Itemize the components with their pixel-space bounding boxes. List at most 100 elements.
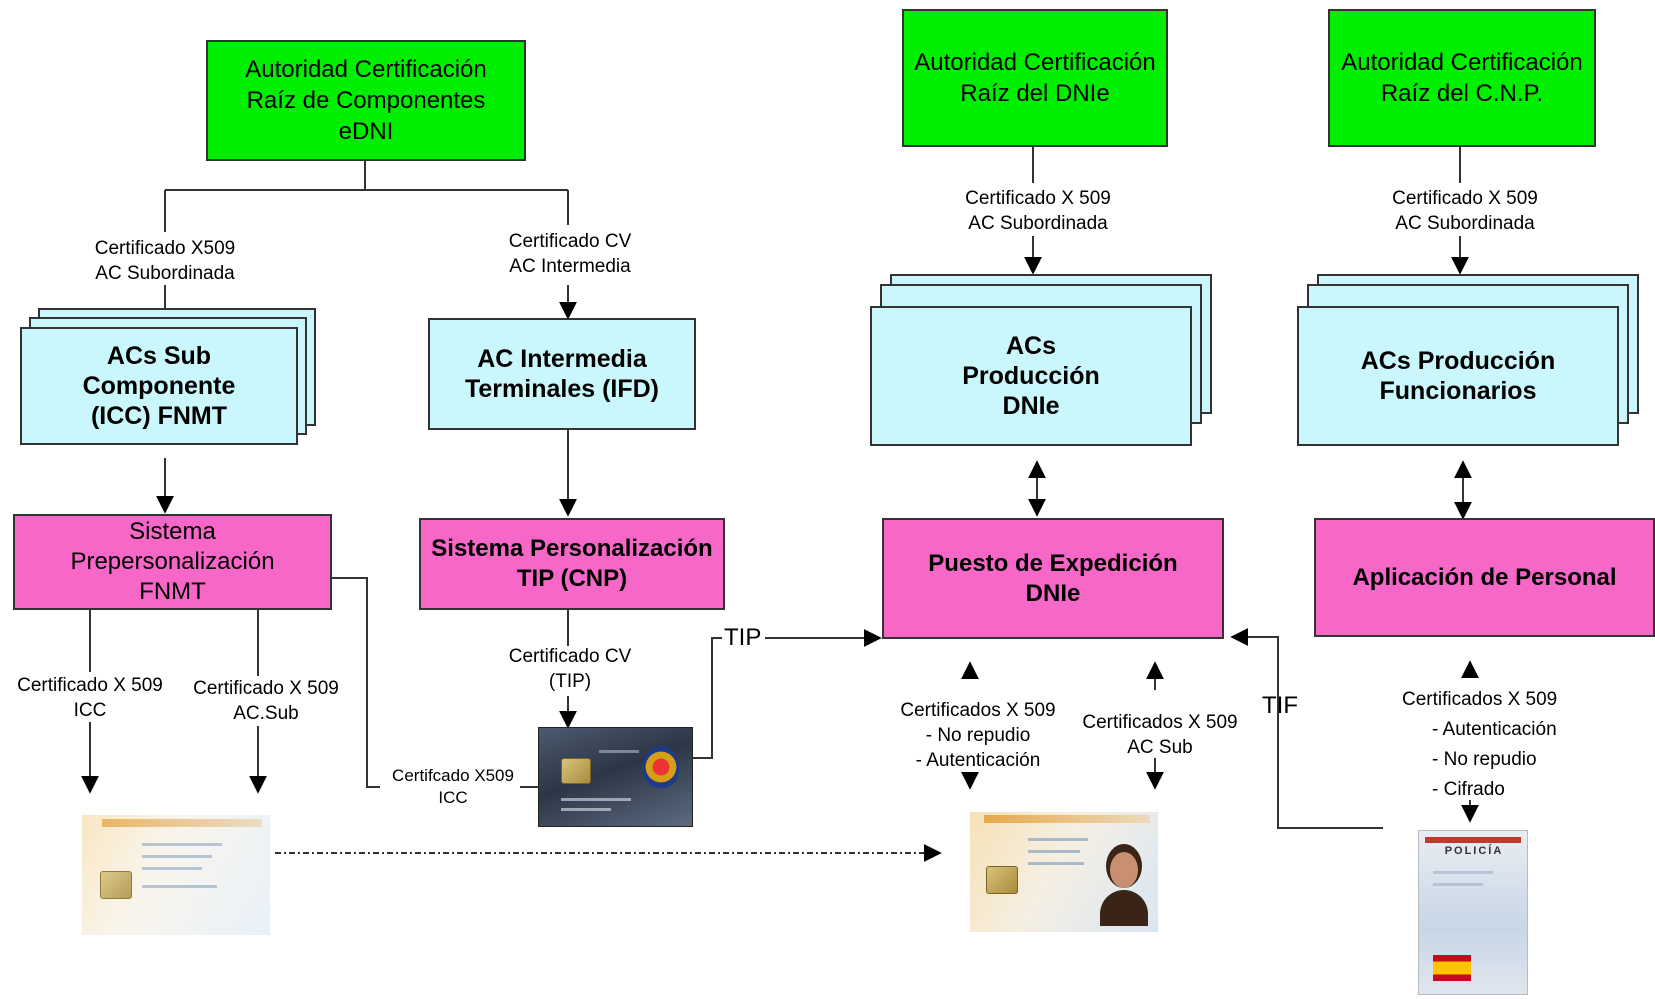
sistema-personalizacion-tip: Sistema Personalización TIP (CNP) <box>419 518 725 610</box>
prepers-line3: FNMT <box>139 578 206 605</box>
acs-sub-line1: ACs Sub <box>106 342 212 370</box>
label-line: Certificado CV <box>508 231 632 252</box>
label-line: AC Subordinada <box>1395 213 1535 234</box>
acs-produccion-funcionarios: ACs Producción Funcionarios <box>1297 306 1619 446</box>
acs-sub-componente: ACs Sub Componente (ICC) FNMT <box>20 327 298 445</box>
label-line: (TIP) <box>548 671 592 692</box>
label-cert-cv-intermedia: Certificado CV AC Intermedia <box>509 229 632 279</box>
label-line: Certificados X 509 <box>900 700 1056 721</box>
label-line: Certificado X 509 <box>1392 188 1538 209</box>
portrait-body <box>1100 890 1148 926</box>
label-line: - Autenticación <box>915 750 1041 771</box>
portrait-head <box>1110 852 1138 888</box>
card-line <box>1028 862 1084 865</box>
root-cnp-line1: Autoridad Certificación <box>1341 49 1583 76</box>
label-line: AC.Sub <box>233 703 299 724</box>
pers-line2: TIP (CNP) <box>516 565 628 592</box>
root-componentes-line1: Autoridad Certificación <box>245 56 487 83</box>
label-cert-x509-icc: Certificado X 509 ICC <box>17 673 163 723</box>
label-tip: TIP <box>724 624 762 651</box>
police-emblem-icon <box>643 746 679 788</box>
card-line <box>1028 838 1088 841</box>
label-cert-x509-sub-left: Certificado X509 AC Subordinada <box>95 236 235 286</box>
label-line: Certificados X 509 <box>1082 712 1238 733</box>
label-line: - Cifrado <box>1432 779 1505 800</box>
acs-prod-dnie-line1: ACs <box>1005 332 1056 360</box>
acs-produccion-dnie-stack: ACs Producción DNIe <box>870 274 1215 449</box>
card-chip <box>100 871 132 899</box>
card-line <box>142 843 222 846</box>
label-line: AC Subordinada <box>95 263 235 284</box>
label-line: ICC <box>73 700 107 721</box>
card-header <box>984 815 1150 823</box>
blank-dni-card-icon <box>82 815 270 935</box>
card-line <box>561 798 631 801</box>
sistema-prepersonalizacion: Sistema Prepersonalización FNMT <box>13 514 332 610</box>
label-line: AC Sub <box>1127 737 1193 758</box>
card-line <box>599 750 639 753</box>
label-line: AC Intermedia <box>509 256 631 277</box>
card-chip <box>561 758 591 784</box>
funcionario-id-card-icon: POLICÍA <box>1418 830 1528 995</box>
label-cert-x509-sub-cnp: Certificado X 509 AC Subordinada <box>1392 186 1538 236</box>
root-ca-componentes-edni: Autoridad Certificación Raíz de Componen… <box>206 40 526 161</box>
ac-intermedia-line2: Terminales (IFD) <box>464 375 660 403</box>
acs-prod-dnie-line3: DNIe <box>1002 392 1060 420</box>
label-cert-x509-acsub-dnie: Certificados X 509 AC Sub <box>1082 710 1237 760</box>
acs-sub-line3: (ICC) FNMT <box>90 402 228 430</box>
root-dnie-line2: Raíz del DNIe <box>960 80 1110 107</box>
card-line <box>142 867 202 870</box>
aplicacion-de-personal: Aplicación de Personal <box>1314 518 1655 637</box>
label-line: Certificado X 509 <box>965 188 1111 209</box>
ac-intermedia-terminales: AC Intermedia Terminales (IFD) <box>428 318 696 430</box>
root-ca-dnie: Autoridad Certificación Raíz del DNIe <box>902 9 1168 147</box>
card-line <box>561 808 611 811</box>
acs-sub-line2: Componente <box>82 372 236 400</box>
card-header <box>1425 837 1521 843</box>
label-line: Certifcado X509 <box>392 766 514 785</box>
label-tif: TIF <box>1262 692 1298 719</box>
card-line <box>1433 883 1483 886</box>
spain-flag-icon <box>1433 955 1471 981</box>
label-cert-x509-acsub-left: Certificado X 509 AC.Sub <box>193 676 339 726</box>
label-cert-cv-tip: Certificado CV (TIP) <box>509 644 632 694</box>
root-dnie-line1: Autoridad Certificación <box>914 49 1156 76</box>
card-title-policia: POLICÍA <box>1444 845 1504 857</box>
pers-line1: Sistema Personalización <box>431 535 713 562</box>
label-line: Certificados X 509 <box>1402 689 1558 710</box>
card-header <box>102 819 262 827</box>
acs-prod-dnie-line2: Producción <box>962 362 1100 390</box>
label-line: Certificado X 509 <box>17 675 163 696</box>
label-line: AC Subordinada <box>968 213 1108 234</box>
acs-produccion-funcionarios-stack: ACs Producción Funcionarios <box>1297 274 1642 449</box>
acs-prod-func-line2: Funcionarios <box>1379 377 1537 405</box>
card-chip <box>986 866 1018 894</box>
label-certs-dnie: Certificados X 509 - No repudio - Autent… <box>900 698 1055 773</box>
card-line <box>142 885 217 888</box>
ac-intermedia-line1: AC Intermedia <box>477 345 647 373</box>
aplicacion-line1: Aplicación de Personal <box>1352 563 1617 591</box>
root-ca-cnp: Autoridad Certificación Raíz del C.N.P. <box>1328 9 1596 147</box>
acs-sub-componente-stack: ACs Sub Componente (ICC) FNMT <box>20 308 320 458</box>
label-cert-x509-icc-small: Certifcado X509 ICC <box>392 765 514 809</box>
label-certs-funcionarios: Certificados X 509 - Autenticación - No … <box>1402 685 1557 805</box>
prepers-line2: Prepersonalización <box>70 548 275 575</box>
personalized-dni-card-icon <box>970 812 1158 932</box>
puesto-line2: DNIe <box>1025 579 1081 607</box>
card-line <box>1433 871 1493 874</box>
root-cnp-line2: Raíz del C.N.P. <box>1380 80 1544 107</box>
label-line: - No repudio <box>925 725 1031 746</box>
label-cert-x509-sub-dnie: Certificado X 509 AC Subordinada <box>965 186 1111 236</box>
root-componentes-line2: Raíz de Componentes <box>246 87 486 114</box>
label-line: Certificado CV <box>508 646 632 667</box>
card-line <box>1028 850 1080 853</box>
prepers-line1: Sistema <box>129 518 216 545</box>
puesto-line1: Puesto de Expedición <box>928 549 1178 577</box>
root-componentes-line3: eDNI <box>338 118 394 145</box>
label-line: - No repudio <box>1432 749 1537 770</box>
portrait-icon <box>1100 846 1148 926</box>
card-line <box>142 855 212 858</box>
puesto-expedicion-dnie: Puesto de Expedición DNIe <box>882 518 1224 639</box>
label-line: - Autenticación <box>1432 719 1557 740</box>
